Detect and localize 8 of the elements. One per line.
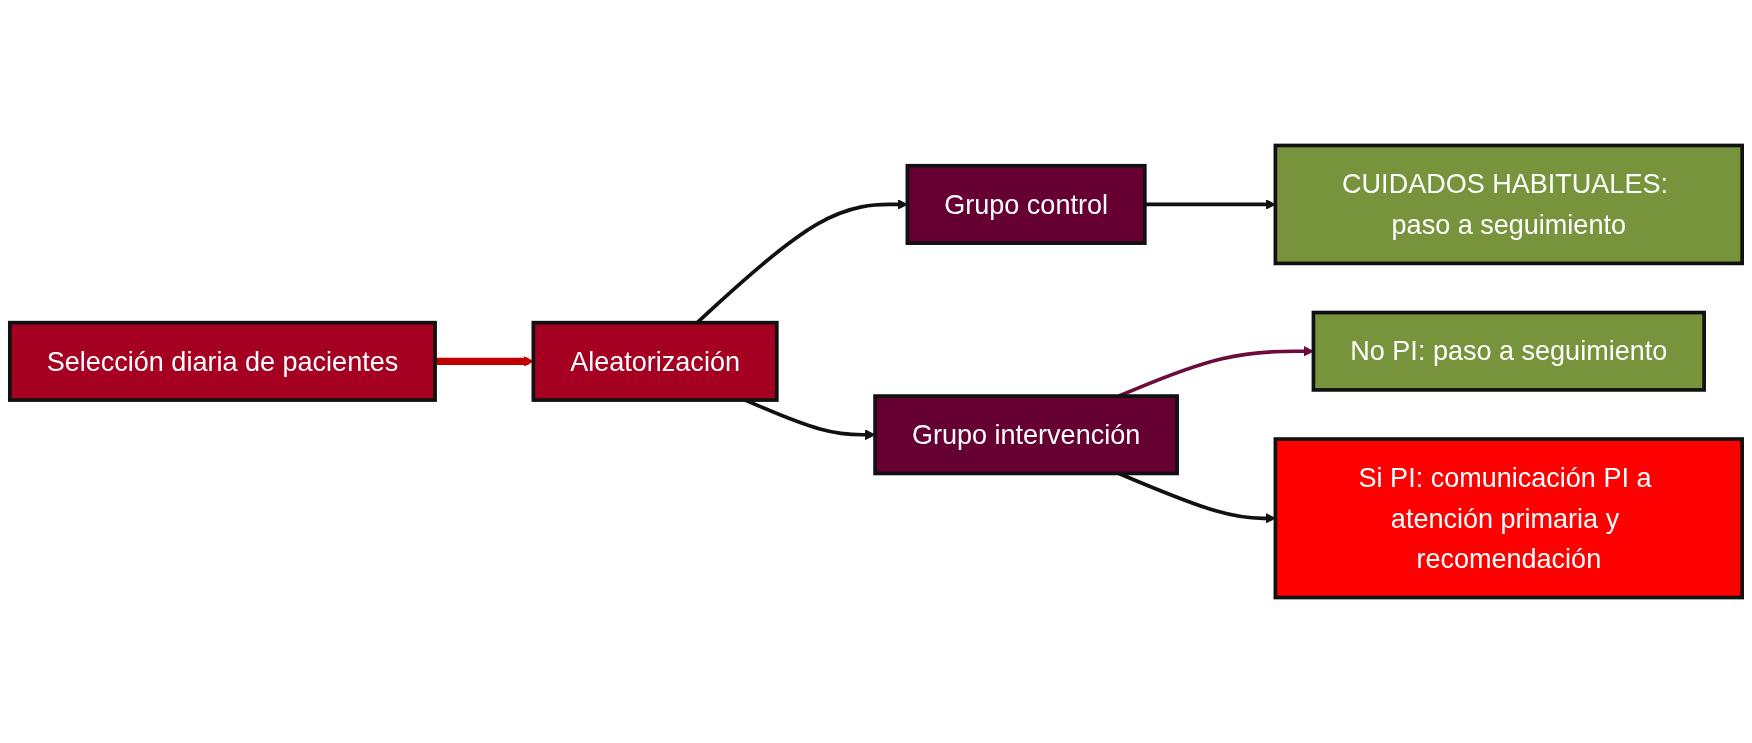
- node-box: CUIDADOS HABITUALES: paso a seguimiento: [1273, 143, 1744, 266]
- node-box: No PI: paso a seguimiento: [1311, 310, 1706, 392]
- arrow: [435, 355, 534, 367]
- node-box: Selección diaria de pacientes: [8, 320, 437, 402]
- node-box: Grupo control: [905, 163, 1147, 245]
- node-box: Si PI: comunicación PI a atención primaria y recomendación: [1273, 437, 1744, 600]
- node-box: Grupo intervención: [873, 394, 1179, 476]
- node-box: Aleatorización: [531, 320, 779, 402]
